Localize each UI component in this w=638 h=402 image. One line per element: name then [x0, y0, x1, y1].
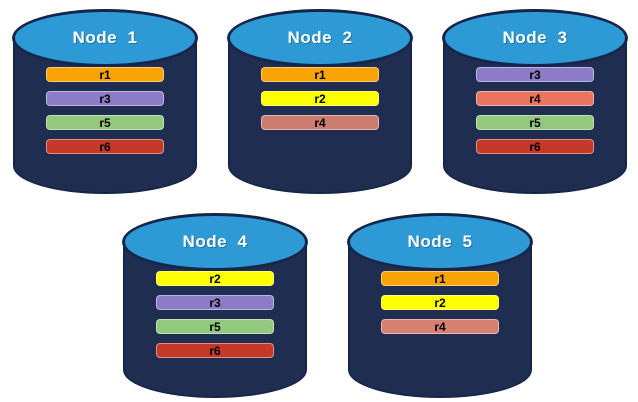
replica-label: r5 [529, 115, 541, 130]
replica-label: r2 [434, 295, 446, 310]
replica-label: r4 [434, 319, 446, 334]
replica-bar-r5: r5 [476, 115, 594, 130]
cylinder-top-ellipse: Node 2 [227, 9, 413, 67]
replica-bar-r1: r1 [46, 67, 164, 82]
replica-label: r6 [99, 139, 111, 154]
cylinder-top-ellipse: Node 1 [12, 9, 198, 67]
replica-bar-r4: r4 [261, 115, 379, 130]
node-title: Node 1 [72, 28, 138, 47]
node-title: Node 5 [407, 232, 473, 251]
replica-bar-list: r1 r2 r4 [347, 271, 533, 334]
replica-label: r6 [209, 343, 221, 358]
replica-bar-r4: r4 [476, 91, 594, 106]
replica-bar-r3: r3 [476, 67, 594, 82]
replica-label: r4 [314, 115, 326, 130]
replica-bar-r1: r1 [261, 67, 379, 82]
replica-bar-r3: r3 [46, 91, 164, 106]
replica-label: r3 [209, 295, 221, 310]
node-cylinder-4: Node 4 r2 r3 r5 r6 [122, 213, 308, 399]
replica-bar-list: r2 r3 r5 r6 [122, 271, 308, 358]
replica-bar-r3: r3 [156, 295, 274, 310]
cylinder-top-ellipse: Node 5 [347, 213, 533, 271]
replica-bar-r1: r1 [381, 271, 499, 286]
replica-label: r1 [434, 271, 446, 286]
replica-label: r6 [529, 139, 541, 154]
replica-bar-r6: r6 [476, 139, 594, 154]
node-cylinder-5: Node 5 r1 r2 r4 [347, 213, 533, 399]
replica-bar-r2: r2 [261, 91, 379, 106]
node-title: Node 2 [287, 28, 353, 47]
replica-label: r5 [99, 115, 111, 130]
replica-label: r3 [529, 67, 541, 82]
replica-bar-list: r1 r3 r5 r6 [12, 67, 198, 154]
replica-label: r5 [209, 319, 221, 334]
replica-label: r2 [314, 91, 326, 106]
node-title: Node 4 [182, 232, 248, 251]
replica-bar-list: r1 r2 r4 [227, 67, 413, 130]
replica-label: r2 [209, 271, 221, 286]
cylinder-top-ellipse: Node 3 [442, 9, 628, 67]
node-cylinder-2: Node 2 r1 r2 r4 [227, 9, 413, 195]
replica-label: r1 [99, 67, 111, 82]
replica-bar-r5: r5 [46, 115, 164, 130]
replica-bar-r6: r6 [156, 343, 274, 358]
replica-bar-r6: r6 [46, 139, 164, 154]
replica-bar-r2: r2 [381, 295, 499, 310]
cylinder-top-ellipse: Node 4 [122, 213, 308, 271]
node-cylinder-3: Node 3 r3 r4 r5 r6 [442, 9, 628, 195]
node-cylinder-1: Node 1 r1 r3 r5 r6 [12, 9, 198, 195]
replica-label: r3 [99, 91, 111, 106]
replica-bar-r5: r5 [156, 319, 274, 334]
node-title: Node 3 [502, 28, 568, 47]
replica-bar-list: r3 r4 r5 r6 [442, 67, 628, 154]
replica-bar-r4: r4 [381, 319, 499, 334]
replica-label: r1 [314, 67, 326, 82]
replica-label: r4 [529, 91, 541, 106]
replica-bar-r2: r2 [156, 271, 274, 286]
